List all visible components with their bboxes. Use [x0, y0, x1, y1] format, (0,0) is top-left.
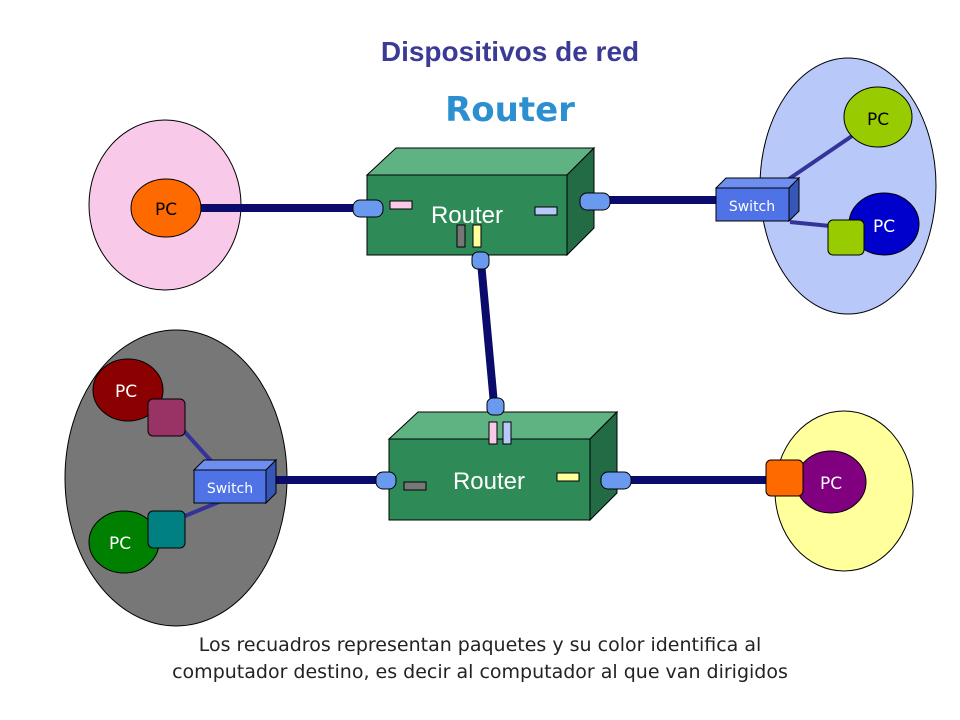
cable-router-router [477, 261, 498, 405]
connector [471, 251, 490, 270]
switch-bottom: Switch [192, 458, 278, 505]
caption-line-2: computador destino, es decir al computad… [172, 661, 788, 683]
pc-top-right-1: PC [843, 86, 913, 148]
pc-label: PC [873, 217, 895, 237]
pc-top-left: PC [130, 178, 202, 238]
pc-bottom-right: PC [765, 450, 867, 514]
packet-orange [765, 459, 804, 497]
packet-lime [827, 219, 865, 256]
router-top-label: Router [431, 202, 503, 229]
router-top: Router [365, 146, 596, 257]
router-bottom-label: Router [453, 468, 525, 495]
pc-label: PC [820, 474, 842, 494]
packet-yellow-vertical [472, 224, 482, 248]
link-switch-top-pc1 [778, 134, 854, 187]
pc-label: PC [115, 382, 137, 402]
link-switch-bottom-pc1 [181, 428, 214, 464]
switch-bottom-label: Switch [207, 481, 253, 497]
connector [579, 192, 611, 211]
router-bottom: Router [387, 410, 619, 522]
connector [600, 471, 632, 490]
connector [486, 397, 505, 416]
packet-pink-vertical [488, 421, 498, 445]
packet-gray-vertical [456, 224, 466, 248]
packet-lightblue-vertical [502, 421, 512, 445]
pc-top-right-2: PC [827, 192, 920, 256]
link-switch-top-pc2 [789, 220, 831, 228]
switch-top-label: Switch [729, 199, 775, 215]
pc-label: PC [867, 110, 889, 130]
connector [375, 471, 397, 490]
pc-bottom-left-2: PC [88, 510, 186, 574]
caption-line-1: Los recuadros representan paquetes y su … [198, 634, 762, 656]
switch-top: Switch [714, 176, 801, 223]
packet-yellow [556, 472, 580, 482]
pc-label: PC [109, 534, 131, 554]
pc-bottom-left-1: PC [92, 358, 186, 437]
connector [352, 199, 384, 218]
diagram-subtitle: Router [445, 90, 575, 130]
diagram-caption: Los recuadros representan paquetes y su … [60, 632, 900, 686]
pc-label: PC [155, 200, 177, 220]
packet-pink [389, 200, 413, 210]
packet-gray [403, 481, 427, 491]
packet-maroon [147, 398, 186, 437]
diagram-title: Dispositivos de red [380, 36, 640, 67]
packet-teal [147, 510, 186, 549]
packet-lightblue [534, 206, 558, 216]
